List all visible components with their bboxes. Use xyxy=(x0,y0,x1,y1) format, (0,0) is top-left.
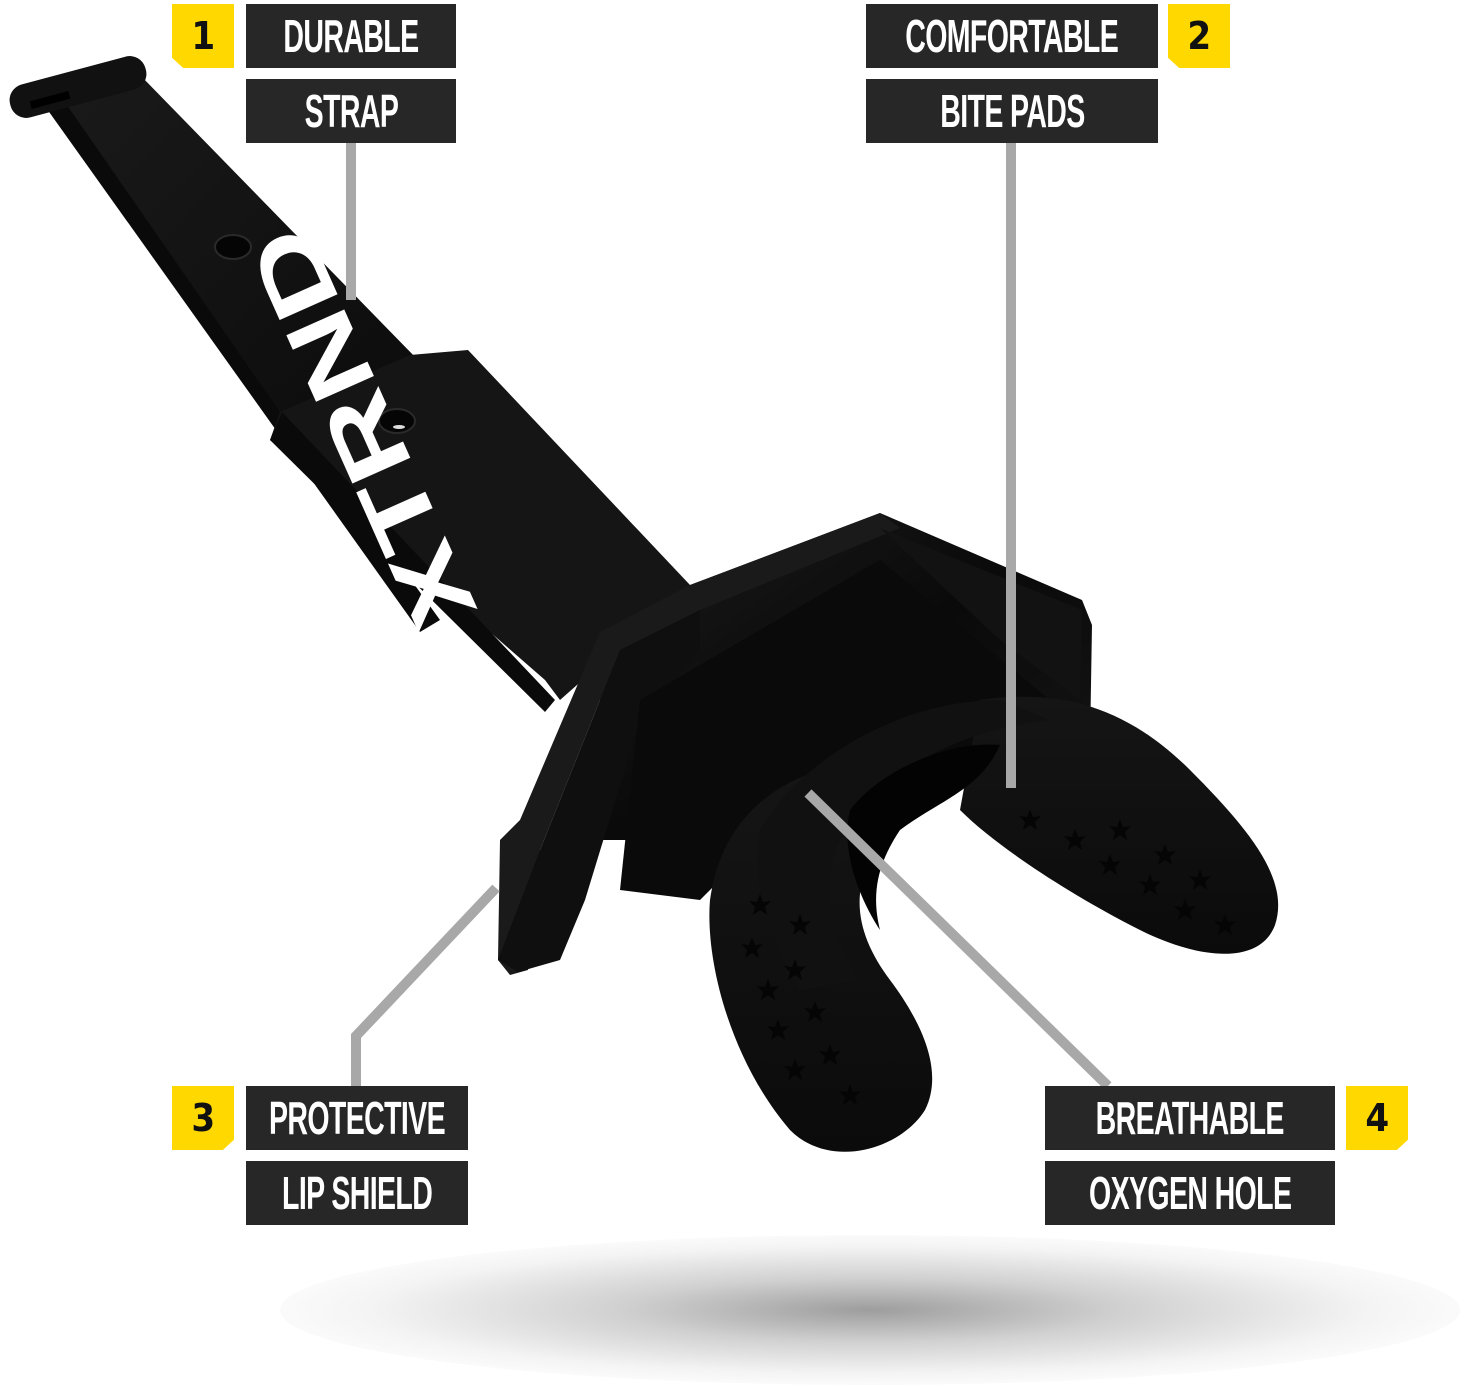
bite-tray xyxy=(709,696,1279,1152)
callout-4-number-badge: 4 xyxy=(1346,1086,1408,1150)
callout-number: 1 xyxy=(191,14,215,58)
callout-number: 4 xyxy=(1365,1096,1389,1140)
callout-1-label-line1: DURABLE xyxy=(246,4,456,68)
callout-2-label-line2: BITE PADS xyxy=(866,79,1158,143)
lip-shield xyxy=(498,513,1092,975)
callout-1-label-line2: STRAP xyxy=(246,79,456,143)
callout-3-label-line1: PROTECTIVE xyxy=(246,1086,468,1150)
callout-2-number-badge: 2 xyxy=(1168,4,1230,68)
callout-number: 3 xyxy=(191,1096,215,1140)
callout-3-number-badge: 3 xyxy=(172,1086,234,1150)
connector-lip-shield xyxy=(351,884,500,1086)
strap xyxy=(9,56,690,712)
callout-3-label-line2: LIP SHIELD xyxy=(246,1161,468,1225)
callout-2-label-line1: COMFORTABLE xyxy=(866,4,1158,68)
callout-1-number-badge: 1 xyxy=(172,4,234,68)
connector-oxygen-hole xyxy=(804,789,1112,1090)
callout-number: 2 xyxy=(1187,14,1211,58)
callout-4-label-line1: BREATHABLE xyxy=(1045,1086,1335,1150)
connector-lines xyxy=(346,143,1112,1090)
floor-shadow xyxy=(280,1235,1460,1385)
callout-4-label-line2: OXYGEN HOLE xyxy=(1045,1161,1335,1225)
